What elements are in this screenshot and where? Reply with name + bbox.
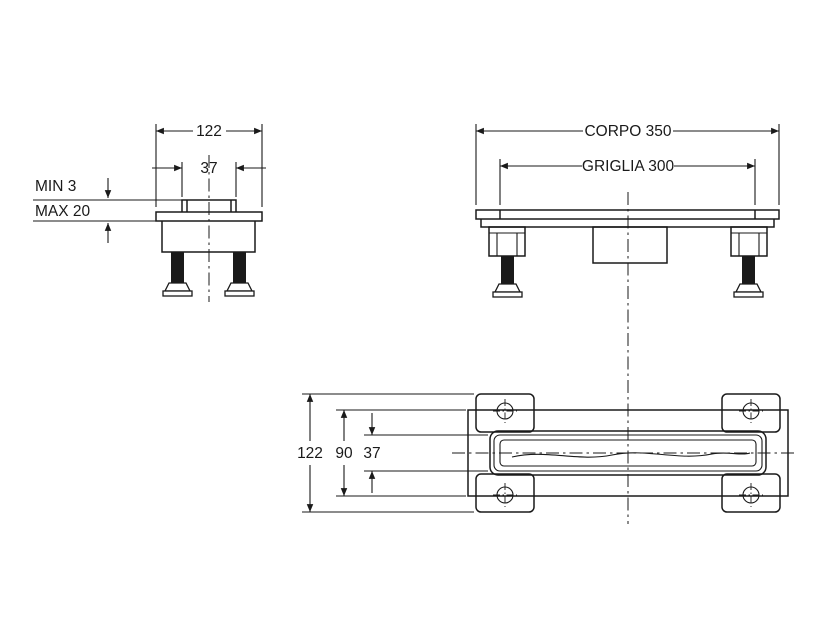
plan-view: 122 90 37: [297, 393, 798, 513]
end-dim-overall-width: 122: [155, 123, 263, 207]
plan-dim-grille-width: 37: [363, 413, 488, 493]
front-right-leg: [742, 256, 755, 284]
mounting-plate-bottom-right: [721, 473, 781, 513]
end-left-foot-plate: [162, 290, 193, 297]
end-overall-width-label: 122: [196, 123, 222, 140]
front-right-bracket: [730, 226, 768, 257]
front-grille-length-label: GRIGLIA 300: [582, 158, 675, 175]
front-right-foot: [734, 283, 763, 293]
front-left-foot: [493, 283, 522, 293]
end-left-leg: [171, 252, 184, 283]
end-view: 122 37 MIN 3 MAX 20: [33, 123, 266, 302]
min-height-label: MIN 3: [35, 178, 76, 195]
mounting-plate-bottom-left: [475, 473, 535, 513]
end-right-foot-plate: [224, 290, 255, 297]
end-right-leg: [233, 252, 246, 283]
plan-overall-width-label: 122: [297, 445, 323, 462]
plan-dim-body-width: 90: [335, 409, 466, 497]
end-min-max-annotation: MIN 3 MAX 20: [33, 178, 182, 243]
mounting-plate-top-right: [721, 393, 781, 433]
plan-grille-width-label: 37: [363, 445, 380, 462]
end-grille-width-label: 37: [200, 160, 217, 177]
end-left-foot: [163, 282, 192, 292]
front-dim-body-length: CORPO 350: [475, 123, 780, 205]
plan-body-width-label: 90: [335, 445, 353, 462]
front-dim-grille-length: GRIGLIA 300: [499, 158, 756, 205]
front-right-foot-plate: [733, 291, 764, 298]
front-left-leg: [501, 256, 514, 284]
front-left-foot-plate: [492, 291, 523, 298]
end-right-foot: [225, 282, 254, 292]
mounting-plate-top-left: [475, 393, 535, 433]
plan-dim-overall-width: 122: [297, 393, 474, 513]
front-body-length-label: CORPO 350: [584, 123, 671, 140]
front-left-bracket: [488, 226, 526, 257]
front-drain-trap: [592, 226, 668, 264]
end-grille-profile: [181, 199, 237, 212]
end-dim-grille-width: 37: [152, 160, 266, 197]
plan-mounting-plates: [475, 393, 781, 513]
plan-grille-wave: [511, 452, 751, 458]
front-view: CORPO 350 GRIGLIA 300: [475, 123, 780, 524]
max-height-label: MAX 20: [35, 203, 91, 220]
